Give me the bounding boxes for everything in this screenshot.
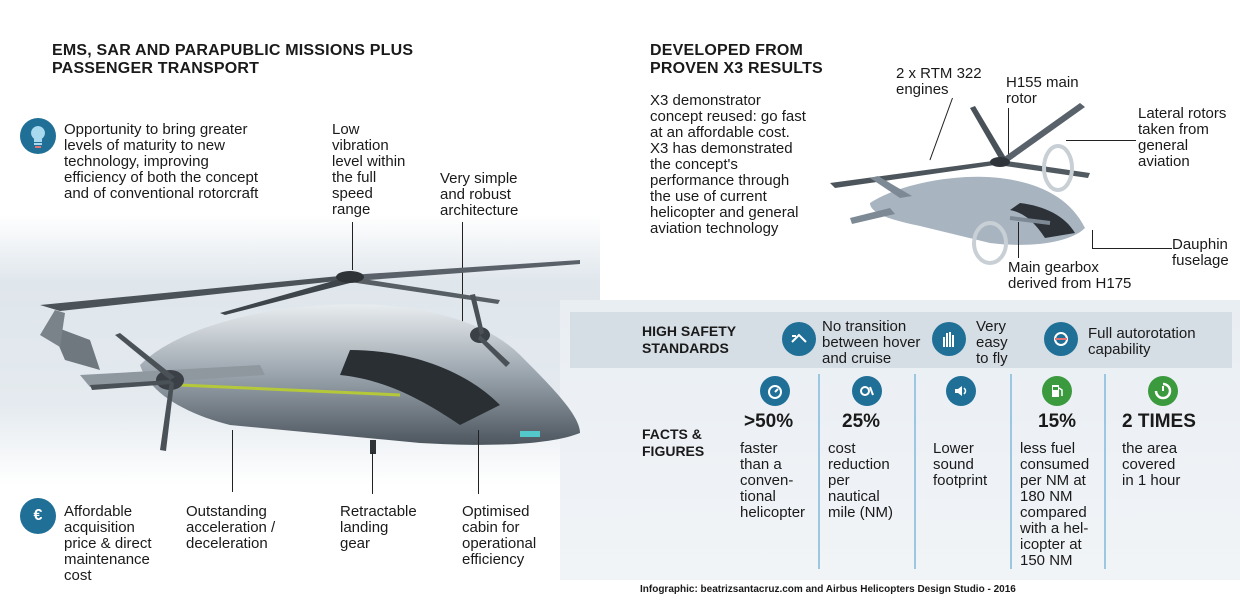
fact-value-fuel: 15% [1038, 411, 1077, 432]
leader-line-architecture [462, 222, 463, 342]
lightbulb-icon [20, 118, 56, 154]
area-gauge-icon [1148, 376, 1178, 406]
x3-helicopter-illustration [830, 103, 1090, 265]
leader-line-rotor [1008, 108, 1009, 156]
leader-line-gearbox [1018, 222, 1019, 258]
leader-line-lateral [1066, 140, 1136, 141]
racer-helicopter-illustration [40, 260, 580, 454]
leader-line-acceleration [232, 430, 233, 492]
coins-icon [852, 376, 882, 406]
leader-line-dauphin-h [1092, 248, 1172, 249]
hand-icon [932, 322, 966, 356]
leader-line-cabin [478, 430, 479, 494]
right-heading: DEVELOPED FROM PROVEN X3 RESULTS [650, 42, 823, 77]
column-divider [1010, 374, 1012, 569]
column-divider [914, 374, 916, 569]
autorotation-icon [1044, 322, 1078, 356]
footer-credit: Infographic: beatrizsantacruz.com and Ai… [640, 584, 1016, 595]
leader-line-dauphin-v [1092, 230, 1093, 248]
speaker-icon [946, 376, 976, 406]
transition-icon [782, 322, 816, 356]
speedometer-icon [760, 376, 790, 406]
column-divider [1104, 374, 1106, 569]
leader-line-vibration [352, 222, 353, 270]
safety-standards-band [570, 312, 1232, 368]
fuel-pump-icon [1042, 376, 1072, 406]
column-divider [818, 374, 820, 569]
fact-value-area: 2 TIMES [1122, 411, 1196, 432]
facts-label: FACTS &FIGURES [642, 426, 705, 459]
leader-line-landing-gear [372, 452, 373, 494]
fact-value-speed: >50% [744, 411, 794, 432]
fact-value-cost: 25% [842, 411, 881, 432]
euro-icon: € [20, 498, 56, 534]
left-heading: EMS, SAR AND PARAPUBLIC MISSIONS PLUS PA… [52, 42, 414, 77]
